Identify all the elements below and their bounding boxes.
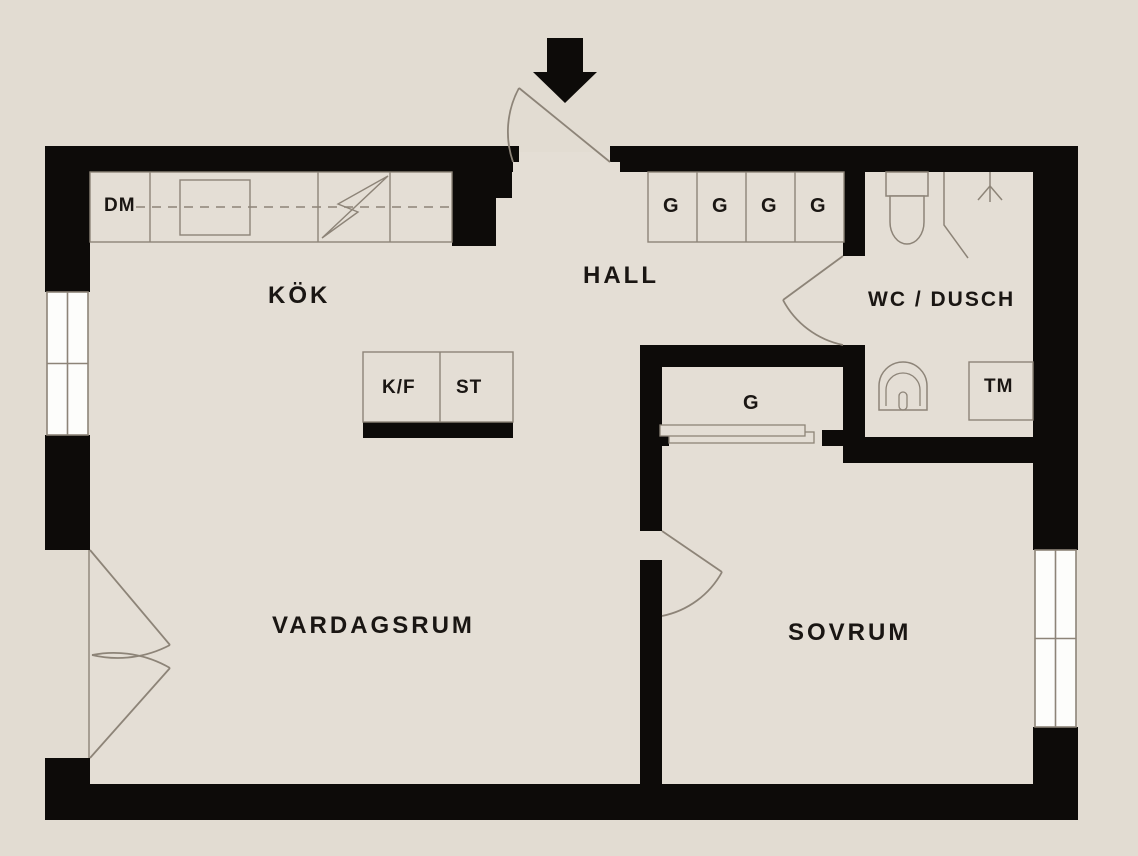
shower-head-icon (977, 172, 1003, 202)
room-label-vardagsrum: VARDAGSRUM (272, 612, 475, 639)
room-label-sovrum: SOVRUM (788, 619, 912, 646)
wardrobe-label-2: G (712, 195, 729, 217)
wall-entry-jamb-right (610, 146, 626, 162)
fixture-label-dishwasher: DM (104, 195, 136, 216)
fixture-label-cleaning-closet: ST (456, 377, 483, 398)
hall-wardrobes (647, 171, 845, 243)
washing-machine-box (968, 361, 1034, 421)
doors (88, 87, 844, 759)
wall-left-middle (45, 435, 90, 550)
fixture-label-fridge-freezer: K/F (382, 377, 416, 398)
door-wc (782, 255, 844, 346)
wall-right-upper (1033, 146, 1078, 550)
toilet-icon (885, 171, 929, 245)
wall-top-left (45, 146, 513, 172)
fixture-label-washing-machine: TM (984, 376, 1014, 397)
window-left-upper (46, 291, 89, 436)
wall-wc-bottom (843, 437, 1033, 463)
walk-in-closet-label: G (743, 392, 760, 414)
door-balcony-double (88, 549, 171, 759)
wall-wc-left-upper (843, 172, 865, 256)
wall-wc-left-lower (843, 345, 865, 463)
door-entrance (507, 87, 611, 163)
wardrobe-label-1: G (663, 195, 680, 217)
shower-drain-line (943, 172, 969, 259)
entrance-arrow-icon (533, 38, 597, 103)
wash-basin-icon (878, 361, 928, 411)
wardrobe-label-3: G (761, 195, 778, 217)
wall-left-upper (45, 146, 90, 292)
walls (45, 146, 1078, 820)
stove-symbol-icon (321, 175, 389, 239)
wall-right-lower (1033, 727, 1078, 820)
wall-closet-top (640, 345, 865, 367)
wall-closet-jamb-right (822, 430, 844, 446)
closet-sliding-doors (659, 424, 815, 444)
room-label-kok: KÖK (268, 282, 331, 309)
door-bedroom (661, 530, 723, 617)
kitchen-counter (89, 171, 453, 243)
wardrobe-label-4: G (810, 195, 827, 217)
room-label-hall: HALL (583, 262, 659, 289)
floor-areas (90, 152, 1078, 810)
wall-kf-st-bottom (363, 422, 513, 438)
kf-st-cabinets (362, 351, 514, 423)
wall-counter-end (452, 172, 496, 246)
bathroom-fixtures (878, 171, 1034, 421)
wall-bedroom-lower (640, 560, 662, 810)
room-label-wc-dusch: WC / DUSCH (868, 288, 1016, 311)
wall-top-right (620, 146, 1078, 172)
wall-bottom (45, 784, 1078, 820)
windows (46, 291, 1077, 728)
window-right-bedroom (1034, 549, 1077, 728)
wall-bedroom-upper (640, 446, 662, 531)
